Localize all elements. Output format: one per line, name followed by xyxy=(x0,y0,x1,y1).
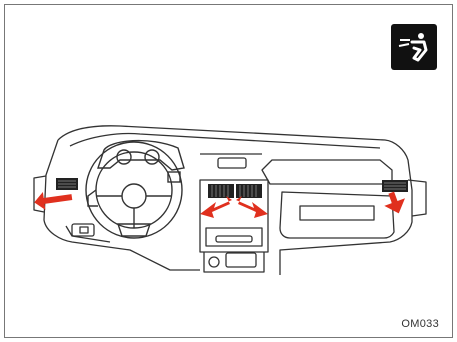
figure-border xyxy=(5,5,453,338)
airflow-arrow-center-left xyxy=(200,196,232,218)
airflow-arrow-left-side xyxy=(33,188,73,211)
right-side-vent xyxy=(382,180,408,192)
airflow-arrow-center-right xyxy=(236,196,268,218)
airflow-arrow-right-side xyxy=(381,189,409,217)
airflow-mode-face-icon xyxy=(391,24,437,70)
steering-wheel xyxy=(86,141,184,238)
figure-code: OM033 xyxy=(401,318,439,330)
left-side-vent xyxy=(56,178,78,190)
center-left-vent xyxy=(208,184,234,198)
center-right-vent xyxy=(236,184,262,198)
